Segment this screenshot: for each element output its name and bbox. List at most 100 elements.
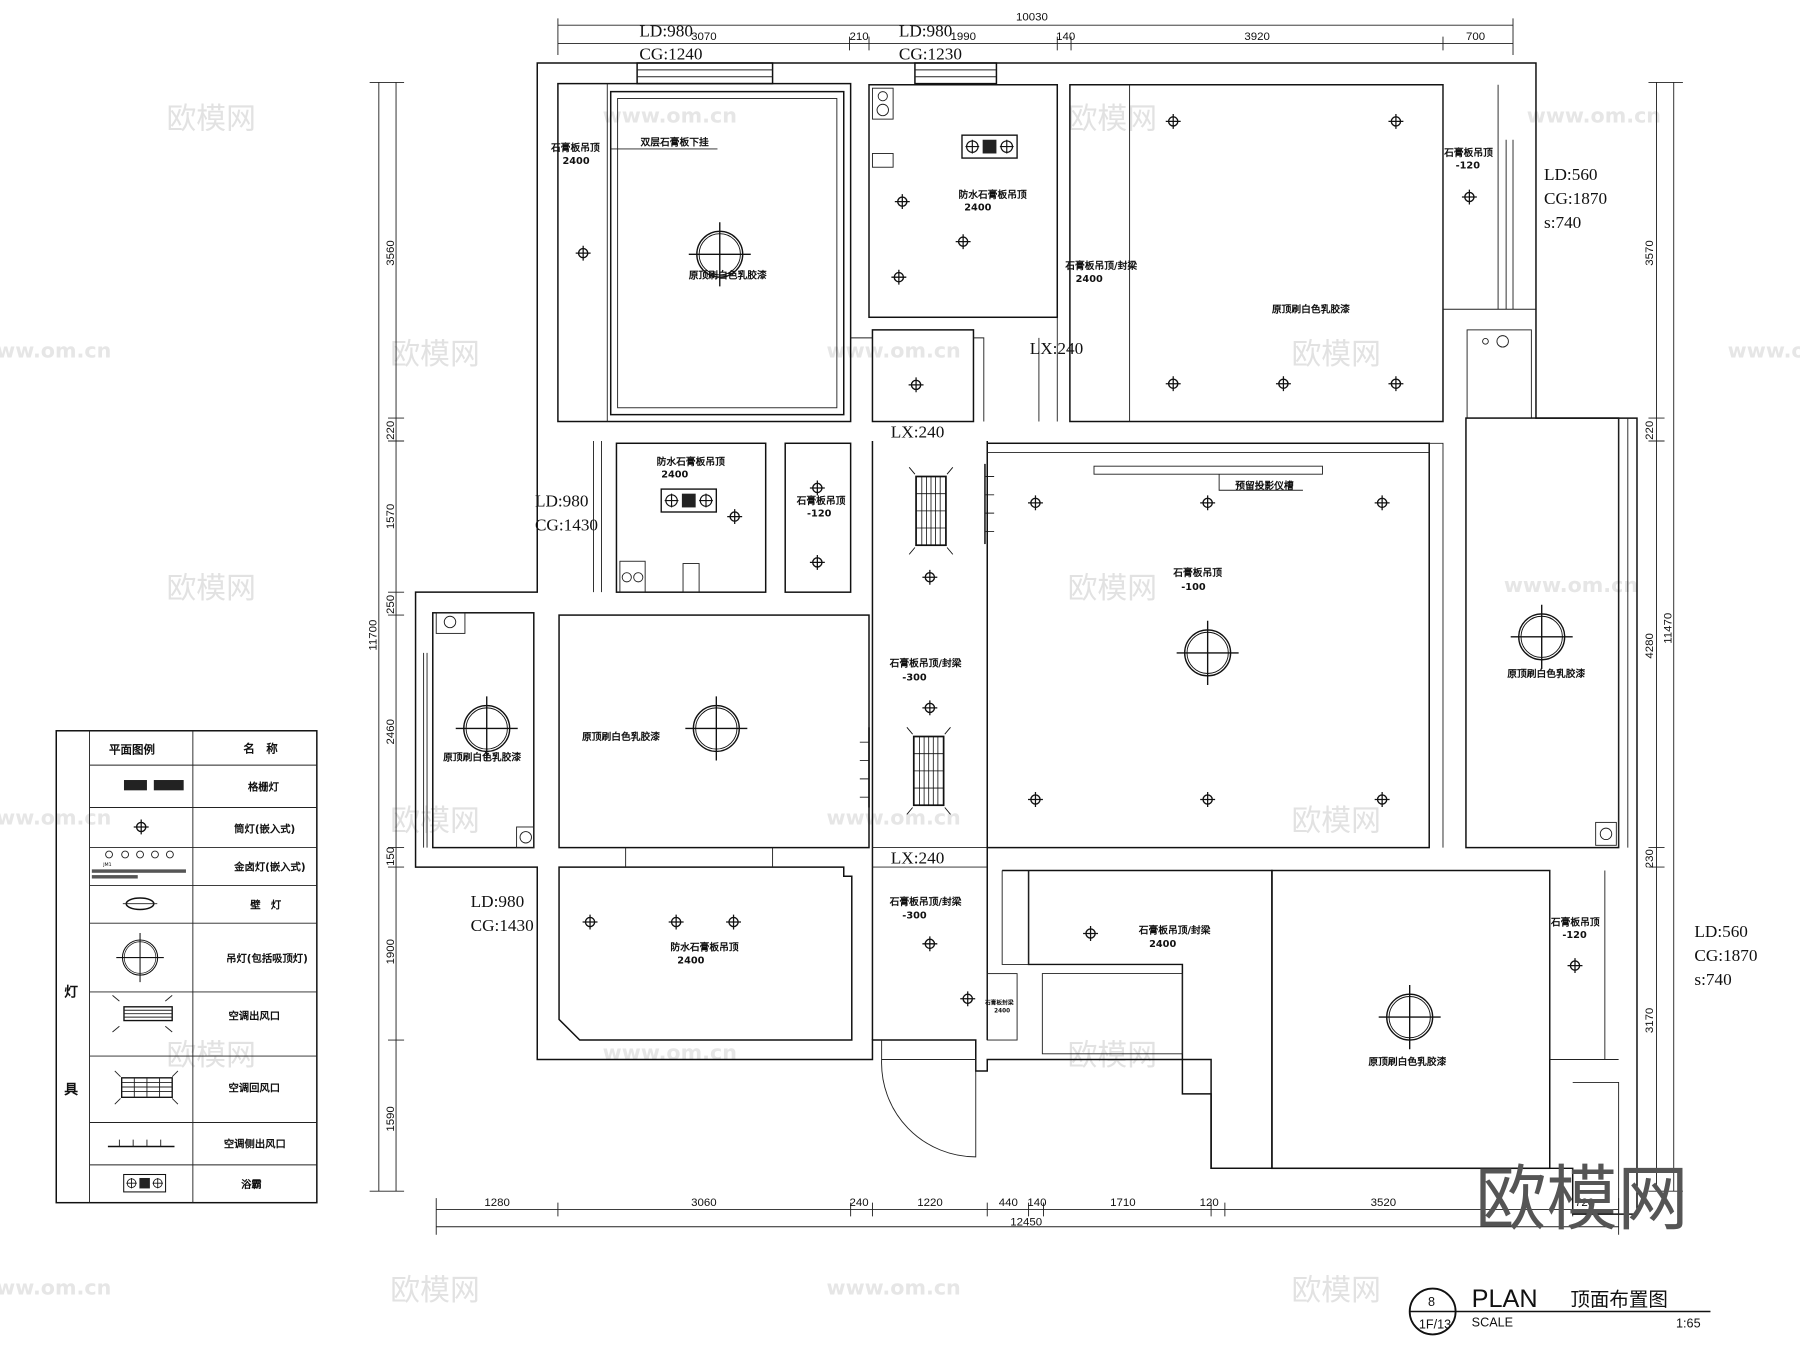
ac-supply-vent-icon	[112, 995, 173, 1033]
legend-header: 平面图例	[109, 743, 155, 757]
dimension-value: 3560	[385, 240, 397, 265]
watermark-url: www.om.cn	[1728, 338, 1800, 362]
ceiling-label: 防水石膏板吊顶	[670, 941, 738, 954]
dimension-value: 3570	[1644, 240, 1656, 265]
room-bathroom-middle: 防水石膏板吊顶 2400 石膏板吊顶 -120 LD:980 CG:1430	[535, 440, 852, 593]
watermark-brand-large: 欧模网	[1475, 1157, 1688, 1240]
window-s-label: s:740	[1694, 970, 1731, 989]
bath-heater-icon	[961, 134, 1018, 159]
ac-side-vent-icon	[107, 1139, 175, 1148]
room-bottom-middle: 石膏板吊顶/封梁 2400	[1001, 869, 1273, 1170]
watermark-brand: 欧模网	[1068, 571, 1157, 606]
dimension-value: 120	[1200, 1197, 1219, 1209]
watermark-brand: 欧模网	[1291, 803, 1380, 838]
watermark-url: www.om.cn	[827, 1275, 961, 1299]
window-2	[914, 62, 998, 85]
dimension-value: 2460	[385, 719, 397, 744]
ceiling-height: 2400	[994, 1009, 1010, 1015]
lintel-label: LX:240	[1030, 339, 1084, 358]
room-bedroom-top-left: 石膏板吊顶 2400 双层石膏板下挂 原顶刷白色乳胶漆	[550, 82, 852, 423]
window-ld-label: LD:980	[471, 892, 525, 911]
window-1	[636, 62, 774, 85]
legend-item-name: 金卤灯(嵌入式)	[233, 861, 305, 874]
dimension-value: 10030	[1016, 12, 1048, 24]
watermark-url: www.om.cn	[603, 1041, 737, 1065]
watermark-brand: 欧模网	[166, 571, 255, 606]
pendant-light-icon	[684, 695, 749, 762]
downlight-icon	[1165, 375, 1182, 392]
room-bathroom-top: 防水石膏板吊顶 2400	[868, 84, 1059, 319]
door-swing	[881, 1059, 977, 1158]
drawing-title-en: PLAN	[1472, 1285, 1538, 1313]
legend-item-name: 空调回风口	[228, 1082, 280, 1095]
window-cg-label: CG:1430	[471, 916, 534, 935]
ceiling-height: -100	[1181, 582, 1206, 593]
downlight-icon	[1199, 791, 1216, 808]
legend-header: 名 称	[243, 742, 278, 756]
downlight-icon	[582, 914, 599, 931]
pendant-light-icon	[1510, 604, 1574, 670]
ceiling-label: 石膏板吊顶	[1443, 146, 1493, 159]
watermark-url: www.om.cn	[1504, 573, 1638, 597]
downlight-icon	[921, 569, 938, 586]
room-bottom-right-bedroom: 原顶刷白色乳胶漆 石膏板吊顶 -120 LD:560 CG:1870 s:740	[1271, 869, 1757, 1215]
window-cg-label: CG:1870	[1694, 946, 1757, 965]
downlight-icon	[1387, 113, 1404, 130]
downlight-icon	[1275, 375, 1292, 392]
ceiling-height: 2400	[563, 156, 590, 167]
window-ld-label: LD:560	[1544, 165, 1598, 184]
dimension-value: 3070	[691, 31, 717, 43]
dimension-value: 250	[385, 595, 397, 614]
sheet-number: 8	[1428, 1295, 1435, 1309]
bath-heater-icon	[123, 1173, 167, 1193]
window-cg-label: CG:1430	[535, 515, 598, 534]
dimension-value: 1220	[917, 1197, 943, 1209]
dimension-value: 440	[999, 1197, 1018, 1209]
dimension-value: 1990	[951, 31, 977, 43]
scale-label: SCALE	[1472, 1315, 1513, 1329]
downlight-icon	[894, 193, 911, 210]
ac-return-vent-icon	[906, 726, 952, 816]
room-middle-left: 原顶刷白色乳胶漆	[558, 614, 870, 849]
pendant-light-icon	[1175, 620, 1240, 686]
legend-table: 平面图例 名 称 灯 具 格栅灯 筒灯(嵌入式) JM1 金卤灯(嵌入式) 壁 …	[55, 730, 318, 1204]
legend-item-name: 筒灯(嵌入式)	[234, 823, 295, 836]
downlight-icon	[890, 269, 907, 286]
window-cg-label: CG:1870	[1544, 189, 1607, 208]
legend-item-name: 壁 灯	[250, 898, 282, 911]
ceiling-label: 石膏板封梁	[984, 999, 1014, 1007]
dimension-value: 1710	[1110, 1197, 1136, 1209]
ceiling-height: 2400	[1076, 274, 1103, 285]
ceiling-label: 石膏板吊顶	[550, 141, 600, 154]
room-living-main: 预留投影仪槽 石膏板吊顶 -100	[986, 442, 1444, 849]
window-ld-label: LD:980	[899, 22, 953, 41]
dimension-value: 230	[1644, 849, 1656, 868]
ceiling-height: -300	[902, 672, 927, 683]
svg-text:JM1: JM1	[102, 862, 111, 868]
lintel-label: LX:240	[891, 849, 945, 868]
ceiling-height: 2400	[964, 203, 991, 214]
dimension-value: 11470	[1662, 613, 1674, 644]
window-s-label: s:740	[1544, 213, 1581, 232]
ceiling-height: -120	[807, 509, 832, 520]
watermark-brand: 欧模网	[390, 803, 479, 838]
dimension-value: 3520	[1371, 1197, 1397, 1209]
downlight-icon	[726, 508, 743, 525]
metal-halide-light-icon: JM1	[91, 850, 186, 879]
ceiling-height: 2400	[661, 470, 688, 481]
grille-light-icon	[123, 780, 184, 791]
dimension-value: 150	[385, 847, 397, 866]
drawing-title-cn: 顶面布置图	[1570, 1288, 1668, 1311]
dimension-value: 3920	[1244, 31, 1270, 43]
ceiling-label: 石膏板吊顶/封梁	[1064, 259, 1137, 272]
downlight-icon	[809, 554, 826, 571]
watermark-brand: 欧模网	[1068, 1038, 1157, 1073]
ceiling-label: 原顶刷白色乳胶漆	[1272, 303, 1350, 316]
legend-category: 具	[64, 1082, 78, 1098]
dimension-value: 3060	[691, 1197, 717, 1209]
downlight-icon	[1387, 375, 1404, 392]
downlight-icon	[725, 914, 742, 931]
ceiling-label: 原顶刷白色乳胶漆	[1507, 667, 1585, 680]
downlight-icon	[1374, 494, 1391, 511]
legend-item-name: 浴霸	[241, 1178, 262, 1191]
